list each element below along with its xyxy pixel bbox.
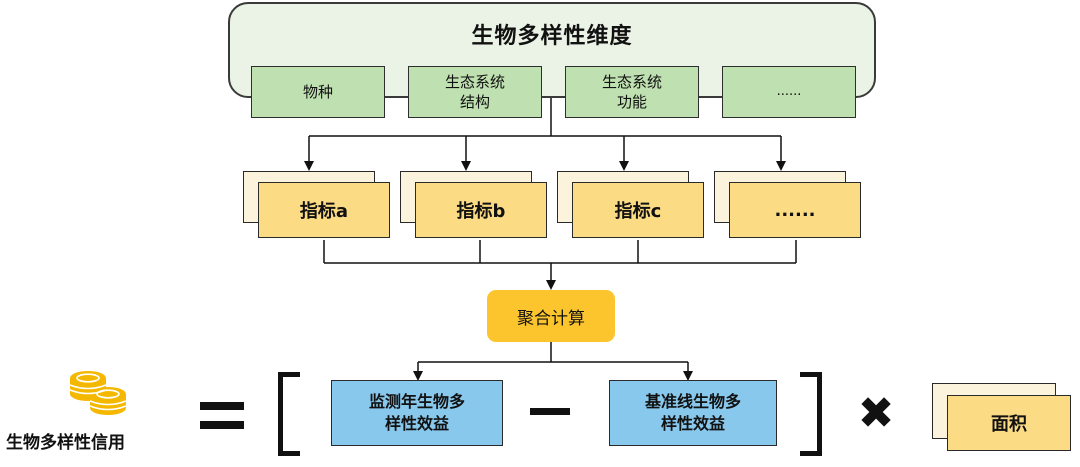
area-card: 面积 — [947, 395, 1071, 451]
dimension-title: 生物多样性维度 — [471, 24, 633, 49]
biodiversity-credit-label: 生物多样性信用 — [6, 433, 125, 453]
left-bracket — [278, 372, 300, 456]
monitoring-benefit-box: 监测年生物多 样性效益 — [331, 380, 503, 446]
aggregation-box: 聚合计算 — [487, 290, 615, 342]
indicator-label: 指标b — [456, 201, 506, 222]
dimension-item-label: ...... — [776, 84, 802, 99]
dimension-item-ecosystem-structure: 生态系统 结构 — [408, 66, 542, 118]
indicator-more-card: ...... — [729, 182, 861, 238]
baseline-benefit-label: 基准线生物多 样性效益 — [644, 392, 741, 433]
minus-sign — [530, 408, 570, 415]
indicator-c-card: 指标c — [572, 182, 704, 238]
indicator-a-card: 指标a — [258, 182, 390, 238]
equals-sign — [200, 402, 244, 432]
indicator-b-card: 指标b — [415, 182, 547, 238]
indicator-label: ...... — [774, 199, 816, 221]
indicator-label: 指标a — [299, 201, 349, 222]
dimension-item-species: 物种 — [251, 66, 385, 118]
indicator-label: 指标c — [614, 201, 662, 222]
dimension-item-label: 生态系统 功能 — [601, 73, 662, 111]
dimension-item-label: 物种 — [302, 83, 333, 101]
aggregation-label: 聚合计算 — [517, 308, 585, 329]
dimension-item-more: ...... — [722, 66, 856, 118]
dimension-item-label: 生态系统 结构 — [444, 73, 505, 111]
dimension-item-ecosystem-function: 生态系统 功能 — [565, 66, 699, 118]
area-label: 面积 — [991, 414, 1027, 435]
multiply-icon: ✖ — [857, 388, 895, 439]
baseline-benefit-box: 基准线生物多 样性效益 — [609, 380, 777, 446]
right-bracket — [800, 372, 822, 456]
coin-stack-icon — [69, 371, 127, 415]
monitoring-benefit-label: 监测年生物多 样性效益 — [368, 392, 465, 433]
